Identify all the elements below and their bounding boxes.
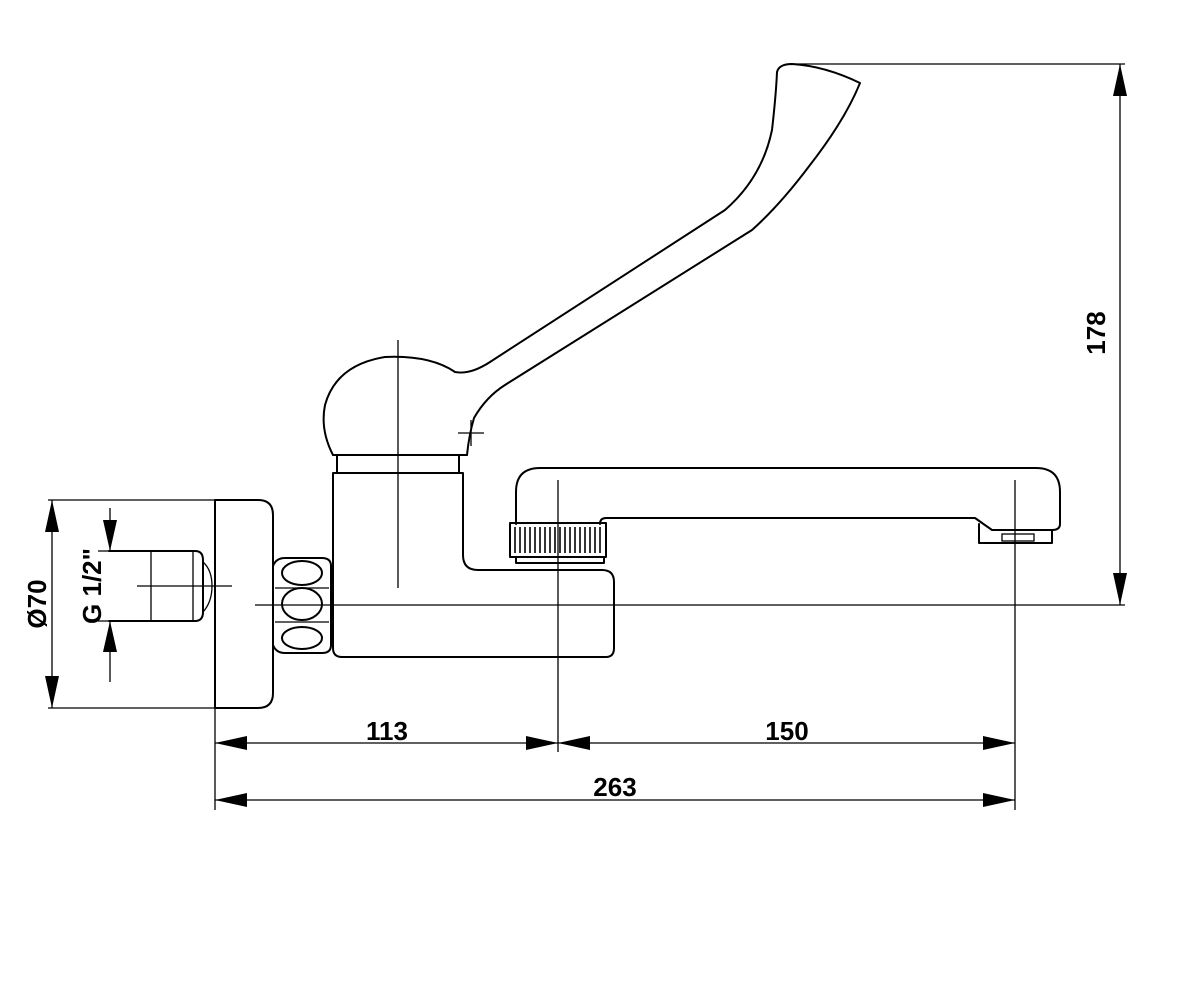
height-label: 178 [1081, 311, 1111, 354]
height-dimension: 178 [1081, 64, 1127, 605]
thread-label: G 1/2" [77, 548, 107, 624]
swivel-spout [509, 467, 1061, 564]
thread-dimension: G 1/2" [77, 508, 117, 682]
width-total-dimension: 263 [215, 772, 1015, 807]
width-right-label: 150 [765, 716, 808, 746]
swivel-ring-knurl [514, 527, 601, 553]
width-left-dimension: 113 [215, 716, 558, 750]
wall-rosette [214, 499, 274, 709]
width-right-dimension: 150 [558, 716, 1015, 750]
inlet-connector [108, 550, 232, 622]
rosette-diameter-dimension: Ø70 [22, 500, 59, 708]
width-left-label: 113 [366, 716, 408, 746]
mixer-body [332, 454, 615, 658]
lever-handle [322, 63, 861, 588]
rosette-diameter-label: Ø70 [22, 579, 52, 628]
center-lines [48, 63, 1125, 810]
width-total-label: 263 [593, 772, 636, 802]
